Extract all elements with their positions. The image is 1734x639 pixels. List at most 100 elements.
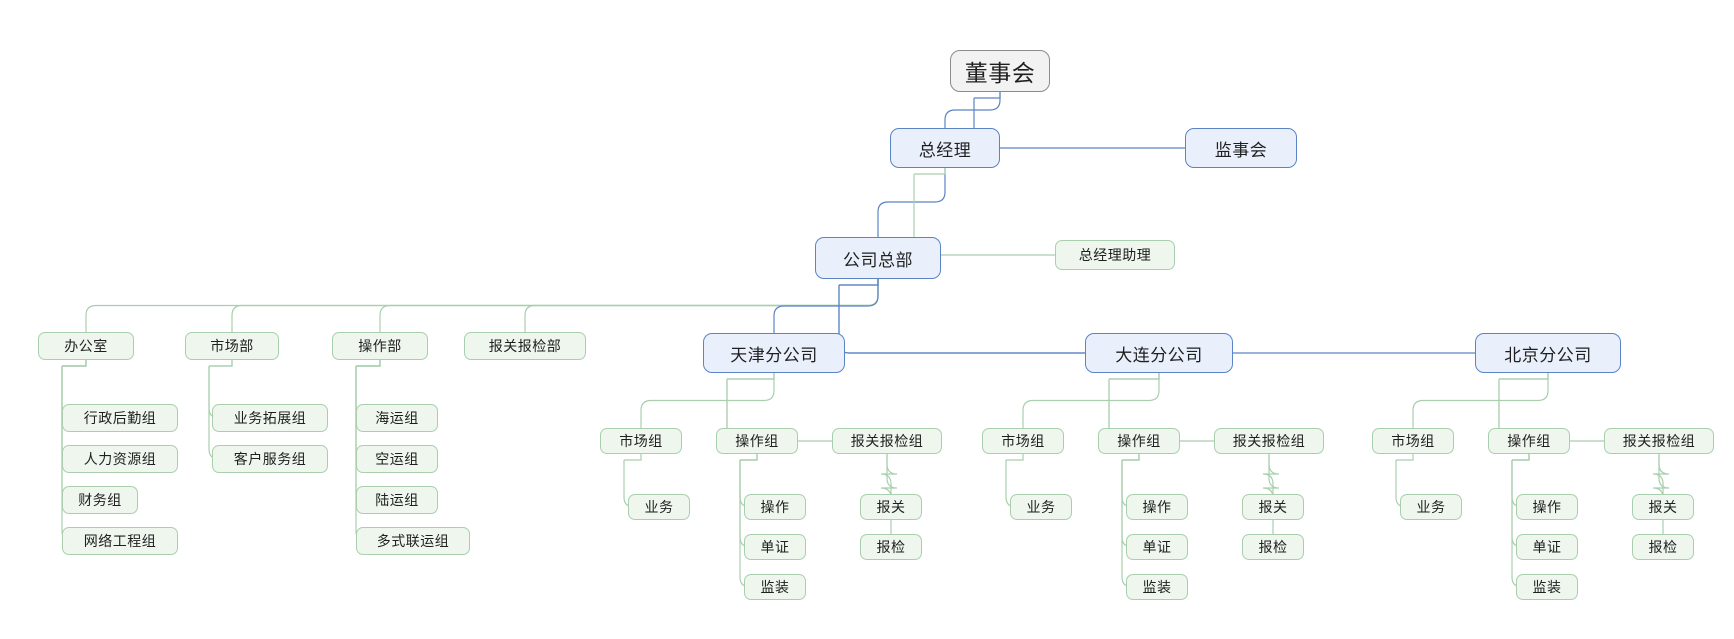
org-node-n47[interactable]: 报关: [1632, 494, 1694, 520]
connector: [1121, 454, 1140, 588]
org-node-n16[interactable]: 业务拓展组: [212, 404, 328, 432]
org-node-n12[interactable]: 行政后勤组: [62, 404, 178, 432]
org-node-n38[interactable]: 报关: [1242, 494, 1304, 520]
org-node-n27[interactable]: 单证: [744, 534, 806, 560]
org-node-label: 市场部: [210, 338, 254, 354]
org-node-label: 空运组: [375, 451, 419, 467]
org-node-label: 单证: [1532, 539, 1562, 555]
connector: [973, 92, 1185, 149]
org-node-label: 报关: [876, 499, 906, 515]
org-node-label: 报关报检组: [1622, 433, 1696, 449]
org-node-n19[interactable]: 空运组: [356, 445, 438, 473]
connector: [524, 279, 879, 332]
org-node-n11[interactable]: 北京分公司: [1475, 333, 1621, 373]
org-node-n42[interactable]: 报关报检组: [1604, 428, 1714, 454]
org-node-label: 天津分公司: [730, 345, 818, 365]
org-node-label: 行政后勤组: [83, 410, 157, 426]
org-node-label: 监装: [1532, 579, 1562, 595]
connector: [877, 168, 946, 237]
org-node-n1[interactable]: 总经理: [890, 128, 1000, 168]
org-node-label: 操作组: [1507, 433, 1551, 449]
org-node-n35[interactable]: 操作: [1126, 494, 1188, 520]
org-node-n28[interactable]: 监装: [744, 574, 806, 600]
org-node-n8[interactable]: 报关报检部: [464, 332, 586, 360]
org-node-n3[interactable]: 公司总部: [815, 237, 941, 279]
org-node-label: 报关报检部: [488, 338, 562, 354]
org-node-n14[interactable]: 财务组: [62, 486, 138, 514]
org-node-n7[interactable]: 操作部: [332, 332, 428, 360]
org-node-n17[interactable]: 客户服务组: [212, 445, 328, 473]
org-node-label: 人力资源组: [83, 451, 157, 467]
org-node-label: 公司总部: [843, 250, 913, 270]
org-node-n45[interactable]: 单证: [1516, 534, 1578, 560]
org-node-label: 业务: [1026, 499, 1056, 515]
org-node-label: 业务: [1416, 499, 1446, 515]
org-node-n29[interactable]: 报关: [860, 494, 922, 520]
org-node-label: 董事会: [964, 60, 1036, 86]
org-node-n0[interactable]: 董事会: [950, 50, 1050, 92]
org-node-label: 单证: [760, 539, 790, 555]
org-node-n10[interactable]: 大连分公司: [1085, 333, 1233, 373]
org-node-label: 客户服务组: [233, 451, 307, 467]
org-node-label: 报关: [1648, 499, 1678, 515]
connector: [1022, 373, 1160, 428]
org-node-n30[interactable]: 报检: [860, 534, 922, 560]
org-node-n44[interactable]: 操作: [1516, 494, 1578, 520]
org-node-n36[interactable]: 单证: [1126, 534, 1188, 560]
org-node-n37[interactable]: 监装: [1126, 574, 1188, 600]
org-node-n4[interactable]: 总经理助理: [1055, 240, 1175, 270]
org-node-n20[interactable]: 陆运组: [356, 486, 438, 514]
org-node-label: 操作部: [358, 338, 402, 354]
org-node-label: 市场组: [1391, 433, 1435, 449]
org-node-label: 业务拓展组: [233, 410, 307, 426]
org-node-n24[interactable]: 报关报检组: [832, 428, 942, 454]
org-node-label: 操作组: [735, 433, 779, 449]
org-node-n48[interactable]: 报检: [1632, 534, 1694, 560]
org-node-n40[interactable]: 市场组: [1372, 428, 1454, 454]
connector: [1412, 373, 1549, 428]
org-node-n9[interactable]: 天津分公司: [703, 333, 845, 373]
org-node-n13[interactable]: 人力资源组: [62, 445, 178, 473]
connector: [640, 373, 775, 428]
org-node-n15[interactable]: 网络工程组: [62, 527, 178, 555]
org-node-label: 监装: [1142, 579, 1172, 595]
connector: [838, 279, 1085, 354]
org-node-n32[interactable]: 操作组: [1098, 428, 1180, 454]
org-node-n6[interactable]: 市场部: [185, 332, 279, 360]
org-node-n23[interactable]: 操作组: [716, 428, 798, 454]
org-node-n46[interactable]: 监装: [1516, 574, 1578, 600]
org-node-label: 市场组: [1001, 433, 1045, 449]
connector: [231, 279, 879, 332]
org-node-n21[interactable]: 多式联运组: [356, 527, 470, 555]
connector: [85, 279, 879, 332]
connector: [379, 279, 879, 332]
org-node-n41[interactable]: 操作组: [1488, 428, 1570, 454]
connector: [1652, 454, 1670, 494]
org-node-n18[interactable]: 海运组: [356, 404, 438, 432]
org-node-label: 监装: [760, 579, 790, 595]
org-node-label: 单证: [1142, 539, 1172, 555]
org-node-label: 报关报检组: [850, 433, 924, 449]
org-node-n26[interactable]: 操作: [744, 494, 806, 520]
org-node-label: 报检: [1648, 539, 1678, 555]
org-node-n22[interactable]: 市场组: [600, 428, 682, 454]
org-node-label: 操作: [1532, 499, 1562, 515]
org-node-n31[interactable]: 市场组: [982, 428, 1064, 454]
org-node-n5[interactable]: 办公室: [38, 332, 134, 360]
connector: [1511, 454, 1530, 588]
org-node-label: 业务: [644, 499, 674, 515]
org-node-label: 报检: [876, 539, 906, 555]
connector: [1262, 454, 1280, 494]
org-node-n25[interactable]: 业务: [628, 494, 690, 520]
org-node-n43[interactable]: 业务: [1400, 494, 1462, 520]
connector: [739, 454, 758, 588]
org-node-label: 市场组: [619, 433, 663, 449]
org-node-n39[interactable]: 报检: [1242, 534, 1304, 560]
org-node-n33[interactable]: 报关报检组: [1214, 428, 1324, 454]
org-node-label: 网络工程组: [83, 533, 157, 549]
org-node-label: 北京分公司: [1504, 345, 1592, 365]
org-node-label: 报检: [1258, 539, 1288, 555]
org-node-n34[interactable]: 业务: [1010, 494, 1072, 520]
org-node-label: 多式联运组: [376, 533, 450, 549]
org-node-n2[interactable]: 监事会: [1185, 128, 1297, 168]
